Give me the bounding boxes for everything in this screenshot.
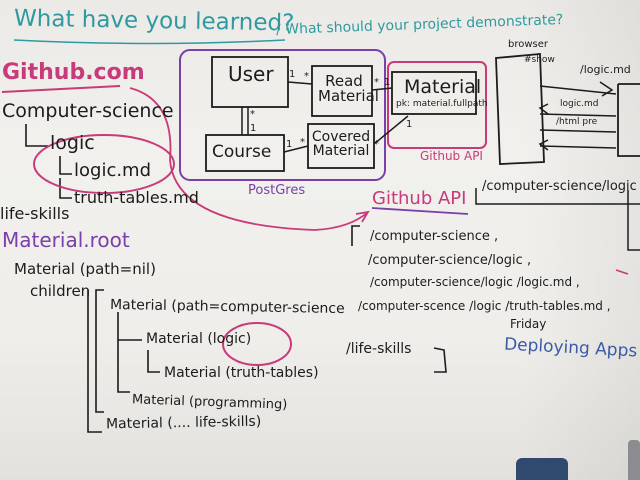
material-root-title: Material.root (2, 228, 130, 252)
covered-material-label: Covered Material (311, 129, 371, 159)
mult-course-covered: 1 (286, 139, 293, 150)
board-shade (520, 0, 640, 480)
cs-logic-path-label: /computer-science/logic (482, 179, 637, 194)
browser-label: browser (508, 39, 549, 50)
logic-circle (33, 134, 175, 194)
show-label: #show (524, 55, 555, 65)
material-truth-node: Material (truth-tables) (164, 365, 319, 381)
material-cs-node: Material (path=computer-science (109, 296, 345, 318)
tree-line-logic (25, 124, 48, 147)
mult-user-read: 1 (289, 69, 296, 80)
mult-user-course: * (250, 109, 255, 120)
user-label: User (228, 62, 274, 86)
tree-line-truth (59, 178, 72, 199)
postgres-box (179, 49, 386, 181)
read-material-box (311, 65, 373, 117)
material-box (391, 71, 477, 115)
mult-course-user: 1 (250, 123, 257, 134)
chair-back (516, 458, 568, 480)
github-underline (1, 85, 121, 93)
mult-covered-course: * (300, 137, 305, 148)
browser-box (495, 53, 545, 165)
api-item-2: /computer-science/logic , (368, 253, 532, 268)
material-label: Material (404, 76, 482, 98)
github-api-title: Github API (372, 188, 467, 209)
course-label: Course (212, 142, 272, 162)
api-item-1: /computer-science , (370, 229, 499, 244)
children-bracket (95, 289, 104, 413)
browser-bracket (475, 188, 640, 205)
mult-read-material: * (374, 77, 379, 88)
tree-cs: Computer-science (2, 100, 174, 122)
read-material-label: Read Material (318, 72, 379, 105)
header-underline (13, 39, 286, 45)
api-item-4: /computer-scence /logic /truth-tables.md… (358, 299, 611, 313)
server-box (617, 83, 640, 157)
html-pre-label: /html pre (556, 117, 598, 127)
logic-node-circle (222, 322, 292, 366)
tree-logic: logic (50, 132, 95, 154)
tree-life-skills: life-skills (0, 204, 70, 223)
api-item-5: /life-skills (346, 341, 412, 357)
api-item-3: /computer-science/logic /logic.md , (370, 275, 580, 289)
course-box (205, 134, 285, 172)
github-title: Github.com (2, 60, 145, 85)
mult-material-read: 1 (384, 77, 391, 88)
material-root-node: Material (path=nil) (14, 260, 156, 278)
header-learned: What have you learned? (13, 5, 295, 37)
tree-line-logicmd (59, 156, 72, 175)
material-children-label: children (30, 282, 91, 300)
material-logic-node: Material (logic) (146, 331, 252, 347)
logic-md-path-label: /logic.md (580, 63, 631, 76)
postgres-label: PostGres (248, 183, 306, 198)
arrow-github-to-api (129, 87, 369, 231)
marker-bottle (628, 440, 640, 480)
api-bracket-close (433, 347, 447, 373)
material-pk-label: pk: material.fullpath (396, 99, 488, 109)
material-github-box (387, 61, 487, 149)
tree-logic-md: logic.md (74, 160, 152, 181)
mult-covered-material: * (374, 139, 379, 150)
tree-truth-tables: truth-tables.md (74, 188, 199, 207)
material-life-node: Material (.... life-skills) (105, 413, 262, 433)
mult-read-user: * (304, 71, 309, 82)
friday-note: Friday (510, 317, 547, 331)
mult-material-covered: 1 (406, 119, 413, 130)
api-bracket-open (351, 225, 360, 246)
github-api-small-label: Github API (420, 149, 483, 163)
logic-md-label: logic.md (560, 99, 599, 109)
